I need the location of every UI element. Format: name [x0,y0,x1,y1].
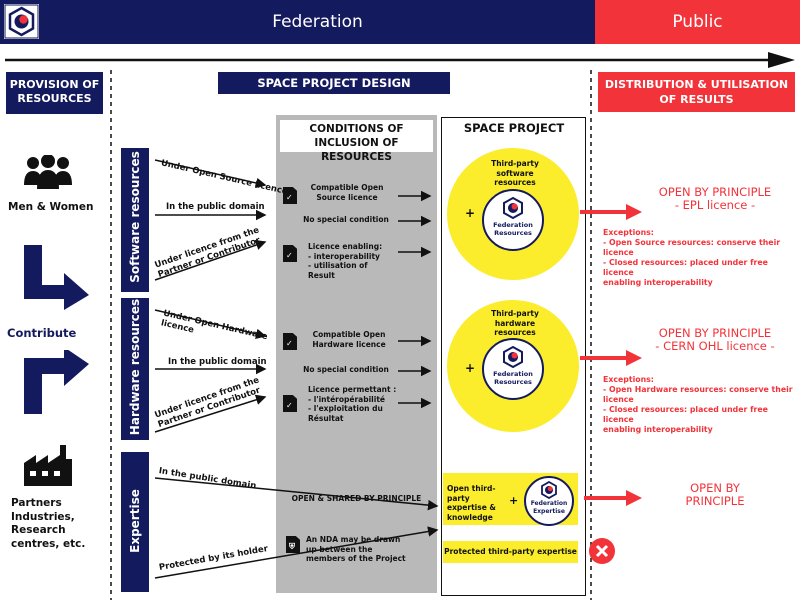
men-women-label: Men & Women [8,201,94,213]
public-bar: Public [595,0,800,44]
dashed-separators [110,70,592,600]
factory-icon [24,445,72,486]
fed-resources-label: Federation Resources [493,370,533,386]
contribute-label: Contribute [7,326,77,340]
hardware-category: Hardware resources [121,298,149,440]
federation-bar: Federation [0,0,595,44]
document-check-icon: ✓ [283,245,297,262]
distribution-header: DISTRIBUTION & UTILISATION OF RESULTS [598,72,795,112]
fed-resources-label: Federation Resources [493,221,533,237]
timeline-arrow [5,52,795,68]
space-project-header: SPACE PROJECT [463,121,565,135]
cond-sw-enabling: Licence enabling: - interoperability - u… [308,242,383,280]
fed-expertise-label: Federation Expertise [530,500,568,515]
open-expertise-label: Open third-party expertise & knowledge [447,484,496,522]
arrow-down-right-icon [24,245,89,310]
cond-hw-permettant: Licence permettant : - l'intéropérabilit… [308,385,397,423]
software-category: Software resources [121,148,149,292]
document-check-icon: ✓ [283,187,297,204]
sw-open-result: OPEN BY PRINCIPLE - EPL licence - [658,185,772,212]
federation-logo [541,481,557,499]
document-check-icon: ✓ [283,333,297,350]
plus-sign: + [465,361,476,375]
sw-third-party: Third-party software resources [491,159,539,187]
conditions-column [276,115,437,593]
arrow-up-right-icon [24,350,89,414]
federation-logo [4,4,39,39]
hw-open-result: OPEN BY PRINCIPLE - CERN OHL licence - [655,326,775,353]
protected-expertise-box: Protected third-party expertise [443,541,578,563]
cond-ex-nda: An NDA may be drawn up between the membe… [306,535,406,563]
cond-hw-nospecial: No special condition [303,365,389,374]
partners-label: Partners Industries, Research centres, e… [11,497,86,550]
cond-ex-shared: OPEN & SHARED BY PRINCIPLE [291,494,422,503]
sw-exceptions: Exceptions: - Open Source resources: con… [603,228,781,287]
route-hw-public: In the public domain [168,357,267,367]
route-sw-public: In the public domain [166,202,265,212]
design-header: SPACE PROJECT DESIGN [218,72,450,94]
cond-hw-compat: Compatible Open Hardware licence [312,330,386,349]
expertise-category: Expertise [121,452,149,592]
men-women-icon [24,155,72,189]
ex-open-result: OPEN BY PRINCIPLE [685,481,745,508]
hw-exceptions: Exceptions: - Open Hardware resources: c… [603,375,793,434]
plus-sign: + [465,206,476,220]
federation-title: Federation [272,12,363,32]
federation-expertise-badge: Federation Expertise [524,476,574,526]
federation-resources-badge: Federation Resources [482,189,544,251]
protected-expertise-label: Protected third-party expertise [444,547,577,556]
federation-resources-badge: Federation Resources [482,338,544,400]
document-check-icon: ✓ [283,395,297,412]
conditions-header: CONDITIONS OF INCLUSION OF RESOURCES [280,120,433,163]
federation-logo [503,346,523,368]
document-shield-icon: ⛨ [286,536,300,553]
cond-sw-nospecial: No special condition [303,215,389,224]
forbidden-icon [589,538,615,564]
public-title: Public [672,12,723,32]
cond-sw-compat: Compatible Open Source licence [310,183,384,202]
hw-third-party: Third-party hardware resources [491,309,539,337]
federation-logo [503,197,523,219]
plus-sign: + [509,494,519,507]
provision-header: PROVISION OF RESOURCES [6,72,103,114]
